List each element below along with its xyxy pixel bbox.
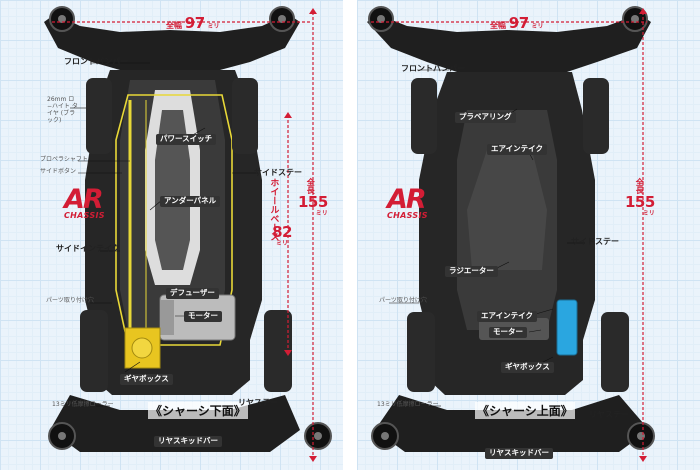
label-front-bumper: フロントバンパー (401, 64, 466, 73)
wheelbase-value: 82 (272, 223, 292, 241)
length-dimension: 全長 155 ミリ (625, 178, 655, 218)
chassis-bottom-panel: AR CHASSIS 全幅 97 ミリ 全長 155 ミリ ホイールベース 82… (0, 0, 343, 470)
width-unit: ミリ (531, 23, 544, 30)
width-value: 97 (184, 14, 205, 32)
label-parts-mount: パーツ取り付け穴 (379, 297, 427, 304)
label-parts-mount: パーツ取り付け穴 (46, 297, 94, 304)
label-side-stay: サイドステー (571, 237, 619, 246)
chassis-logo-sub: CHASSIS (387, 211, 428, 220)
label-tire: 26mm ロ−ハイト タイヤ (ブラック) (47, 96, 78, 124)
width-value: 97 (508, 14, 529, 32)
label-air-intake: エアインテイク (487, 144, 547, 155)
length-dimension: 全長 155 ミリ (298, 178, 328, 218)
top-view-title: 《シャーシ上面》 (475, 402, 575, 419)
label-gearbox: ギヤボックス (120, 374, 173, 385)
ar-logo: AR (387, 184, 427, 215)
width-prefix: 全幅 (166, 21, 182, 30)
label-air-intake-2: エアインテイク (477, 311, 537, 322)
label-under-panel: アンダーパネル (160, 196, 221, 207)
chassis-top-panel: AR CHASSIS 全幅 97 ミリ 全長 155 ミリ フロントバンパー プ… (357, 0, 700, 470)
width-dimension: 全幅 97 ミリ (490, 14, 544, 32)
length-prefix: 全長 (635, 178, 645, 194)
label-rear-stay: リヤステー (589, 410, 629, 419)
wheelbase-dimension: ホイールベース 82 ミリ (268, 178, 296, 248)
width-prefix: 全幅 (490, 21, 506, 30)
label-gearbox: ギヤボックス (501, 362, 554, 373)
label-propeller-shaft: プロペラシャフト (40, 156, 88, 163)
width-dimension: 全幅 97 ミリ (166, 14, 220, 32)
label-rear-skid-bar: リヤスキッドバー (485, 448, 553, 459)
length-unit: ミリ (642, 210, 655, 218)
length-unit: ミリ (315, 210, 328, 218)
label-side-button: サイドボタン (40, 168, 77, 175)
label-bearing: プラベアリング (455, 112, 516, 123)
label-rear-stay: リヤステー (238, 398, 278, 407)
chassis-top-illustration (367, 6, 655, 462)
length-value: 155 (298, 193, 328, 211)
length-value: 155 (625, 193, 655, 211)
label-rear-skid-bar: リヤスキッドバー (154, 436, 222, 447)
length-prefix: 全長 (306, 178, 316, 194)
bottom-view-title: 《シャーシ下面》 (148, 402, 248, 419)
label-roller: 13ミリ低摩擦ローラー (377, 401, 439, 408)
label-motor: モーター (489, 327, 527, 338)
label-roller: 13ミリ低摩擦ローラー (52, 401, 114, 408)
label-power-switch: パワースイッチ (156, 134, 217, 145)
wheelbase-prefix: ホイールベース (268, 178, 279, 241)
label-motor: モーター (184, 311, 222, 322)
wheelbase-unit: ミリ (275, 240, 288, 248)
ar-logo: AR (64, 184, 104, 215)
label-radiator: ラジエーター (445, 266, 498, 277)
width-unit: ミリ (207, 23, 220, 30)
label-diffuser: デフューザー (166, 288, 219, 299)
label-front-bumper: フロントバンパー (64, 57, 129, 66)
label-side-intake: サイドインテイク (56, 244, 120, 253)
label-side-stay: サイドステー (254, 168, 302, 177)
chassis-logo-sub: CHASSIS (64, 211, 105, 220)
